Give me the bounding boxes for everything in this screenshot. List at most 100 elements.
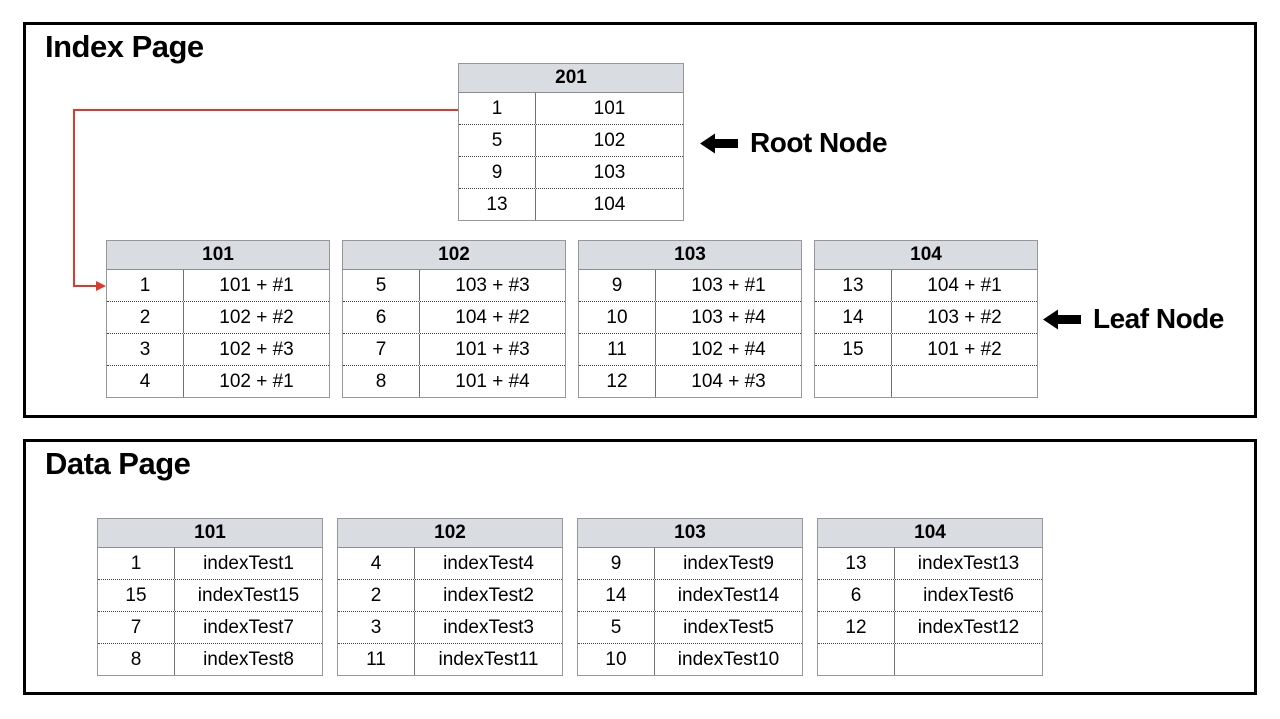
value-cell: indexTest5 xyxy=(654,612,802,643)
key-cell: 5 xyxy=(375,275,387,296)
value-cell: indexTest9 xyxy=(654,548,802,579)
key-cell: 6 xyxy=(850,585,862,606)
key-cell: 13 xyxy=(845,553,867,574)
value-cell: 103 + #4 xyxy=(655,302,801,333)
table-row: 3 102 + #3 xyxy=(107,333,329,365)
table-row: 5 102 xyxy=(459,124,683,156)
value-cell: 104 + #3 xyxy=(655,366,801,397)
value-cell: indexTest1 xyxy=(174,548,322,579)
key-cell: 4 xyxy=(370,553,382,574)
leaf-node-label: Leaf Node xyxy=(1093,303,1224,334)
table-row: 9 103 + #1 xyxy=(579,270,801,301)
value-cell xyxy=(894,644,1042,675)
key-cell: 8 xyxy=(130,649,142,670)
table-row: 15 indexTest15 xyxy=(98,579,322,611)
value-cell: 103 xyxy=(535,157,683,188)
table-row xyxy=(815,365,1037,397)
table-header: 104 xyxy=(818,519,1042,548)
value-cell: 102 + #3 xyxy=(183,334,329,365)
table-row: 7 101 + #3 xyxy=(343,333,565,365)
value-cell: 103 + #1 xyxy=(655,270,801,301)
key-cell: 8 xyxy=(375,371,387,392)
value-cell: 102 + #4 xyxy=(655,334,801,365)
value-cell: 102 + #1 xyxy=(183,366,329,397)
table-header: 102 xyxy=(338,519,562,548)
root-node-label: Root Node xyxy=(750,127,888,158)
value-cell: indexTest7 xyxy=(174,612,322,643)
table-row: 7 indexTest7 xyxy=(98,611,322,643)
value-cell: indexTest15 xyxy=(174,580,322,611)
value-cell: 101 + #3 xyxy=(419,334,565,365)
key-cell: 10 xyxy=(606,307,628,328)
left-arrow-icon xyxy=(700,133,738,153)
data-page-panel: Data Page xyxy=(23,439,1257,695)
table-header: 101 xyxy=(98,519,322,548)
table-row: 11 indexTest11 xyxy=(338,643,562,675)
key-cell: 5 xyxy=(491,130,503,151)
value-cell: indexTest11 xyxy=(414,644,562,675)
value-cell: 101 + #1 xyxy=(183,270,329,301)
key-cell xyxy=(818,644,894,675)
value-cell: 102 + #2 xyxy=(183,302,329,333)
key-cell: 10 xyxy=(605,649,627,670)
value-cell: indexTest4 xyxy=(414,548,562,579)
key-cell: 9 xyxy=(610,553,622,574)
value-cell: indexTest6 xyxy=(894,580,1042,611)
key-cell: 9 xyxy=(491,162,503,183)
value-cell: indexTest13 xyxy=(894,548,1042,579)
table-row xyxy=(818,643,1042,675)
key-cell: 13 xyxy=(486,194,508,215)
table-header: 103 xyxy=(578,519,802,548)
table-row: 12 indexTest12 xyxy=(818,611,1042,643)
key-cell: 1 xyxy=(491,98,503,119)
table-row: 13 indexTest13 xyxy=(818,548,1042,579)
leaf-node-annotation: Leaf Node xyxy=(1043,302,1224,336)
value-cell: indexTest12 xyxy=(894,612,1042,643)
key-cell: 7 xyxy=(130,617,142,638)
key-cell: 1 xyxy=(130,553,142,574)
value-cell: 104 xyxy=(535,189,683,220)
key-cell xyxy=(815,366,891,397)
key-cell: 6 xyxy=(375,307,387,328)
value-cell: 101 + #4 xyxy=(419,366,565,397)
data-page-table-104: 104 13 indexTest13 6 indexTest6 12 indexTest12 xyxy=(817,518,1043,676)
table-row: 6 indexTest6 xyxy=(818,579,1042,611)
value-cell: 104 + #2 xyxy=(419,302,565,333)
table-row: 13 104 xyxy=(459,188,683,220)
value-cell: indexTest2 xyxy=(414,580,562,611)
key-cell: 7 xyxy=(375,339,387,360)
table-row: 9 indexTest9 xyxy=(578,548,802,579)
table-row: 4 indexTest4 xyxy=(338,548,562,579)
table-row: 1 indexTest1 xyxy=(98,548,322,579)
index-page-panel: Index Page xyxy=(23,22,1257,418)
key-cell: 12 xyxy=(845,617,867,638)
key-cell: 14 xyxy=(842,307,864,328)
key-cell: 13 xyxy=(842,275,864,296)
table-row: 6 104 + #2 xyxy=(343,301,565,333)
key-cell: 11 xyxy=(366,649,386,670)
key-cell: 9 xyxy=(611,275,623,296)
key-cell: 14 xyxy=(605,585,627,606)
key-cell: 3 xyxy=(139,339,151,360)
table-header: 201 xyxy=(459,64,683,93)
key-cell: 15 xyxy=(125,585,147,606)
value-cell: 102 xyxy=(535,125,683,156)
key-cell: 1 xyxy=(139,275,151,296)
